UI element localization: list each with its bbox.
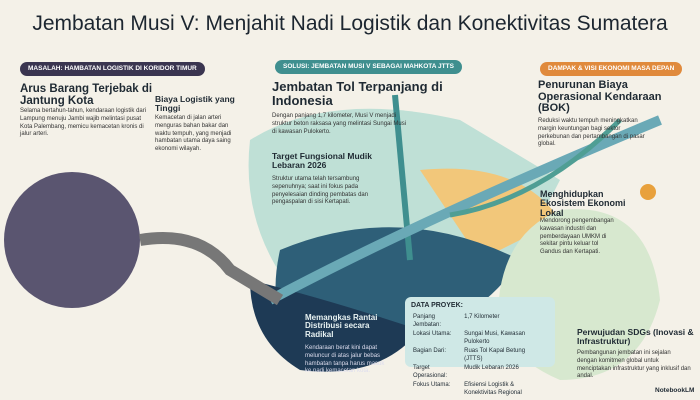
table-row: Lokasi Utama: Sungai Musi, Kawasan Puloke… [413,331,547,346]
left-heading-2: Biaya Logistik yang Tinggi [155,94,235,113]
right-text-1: Reduksi waktu tempuh meningkatkan margin… [538,118,645,148]
right-text-2: Mendorong pengembangan kawasan industri … [540,218,614,256]
row-key: Bagian Dari: [413,348,447,355]
bridge-deck [267,115,662,305]
data-proyek-card: DATA PROYEK: Panjang Jembatan: 1,7 Kilome… [405,297,555,396]
data-proyek-table: Panjang Jembatan: 1,7 Kilometer Lokasi Ut… [411,312,549,399]
right-heading-2: Menghidupkan Ekosistem Ekonomi Lokal [540,189,626,218]
row-key: Panjang Jembatan: [413,314,442,328]
left-text-2: Kemacetan di jalan arteri menguras bahan… [155,115,232,153]
data-proyek-title: DATA PROYEK: [411,302,463,309]
row-key: Target Operasional: [413,365,448,379]
center-text-3: Kendaraan berat kini dapat meluncur di a… [305,345,385,375]
row-value: 1,7 Kilometer [464,314,500,321]
row-value: Sungai Musi, Kawasan Pulokerto [464,331,526,345]
growth-arrow [449,118,622,218]
row-key: Lokasi Utama: [413,331,452,338]
city-circle [4,172,140,308]
center-heading-3: Memangkas Rantai Distribusi secara Radik… [305,313,378,339]
table-row: Fokus Utama: Efisiensi Logistik & Konekti… [413,382,547,397]
row-key: Fokus Utama: [413,382,451,389]
table-row: Bagian Dari: Ruas Tol Kapal Betung (JTTS) [413,348,547,363]
right-heading-1: Penurunan Biaya Operasional Kendaraan (B… [538,79,662,115]
left-text-1: Selama bertahun-tahun, kendaraan logisti… [20,108,147,138]
center-text-1: Dengan panjang 1,7 kilometer, Musi V men… [272,113,407,135]
right-heading-3: Perwujudan SDGs (Inovasi & Infrastruktur… [577,327,694,346]
row-value: Efisiensi Logistik & Konektivitas Region… [464,382,522,396]
center-text-2: Struktur utama telah tersambung sepenuhn… [272,176,369,206]
navy-shape [250,280,420,372]
solution-pill: SOLUSI: JEMBATAN MUSI V SEBAGAI MAHKOTA … [275,60,462,74]
center-heading-2: Target Fungsional Mudik Lebaran 2026 [272,151,372,170]
center-heading-1: Jembatan Tol Terpanjang di Indonesia [272,79,443,108]
road [139,232,284,306]
impact-pill: DAMPAK & VISI EKONOMI MASA DEPAN [540,62,683,76]
left-heading-1: Arus Barang Terjebak di Jantung Kota [20,83,153,108]
right-text-3: Pembangunan jembatan ini sejalan dengan … [577,350,691,380]
problem-pill: MASALAH: HAMBATAN LOGISTIK DI KORIDOR TI… [20,62,205,76]
watermark: NotebookLM [655,387,695,394]
table-row: Panjang Jembatan: 1,7 Kilometer [413,314,547,329]
page-title: Jembatan Musi V: Menjahit Nadi Logistik … [32,12,668,35]
coin-icon [640,184,656,200]
row-value: Mudik Lebaran 2026 [464,365,519,372]
row-value: Ruas Tol Kapal Betung (JTTS) [464,348,526,362]
table-row: Target Operasional: Mudik Lebaran 2026 [413,365,547,380]
